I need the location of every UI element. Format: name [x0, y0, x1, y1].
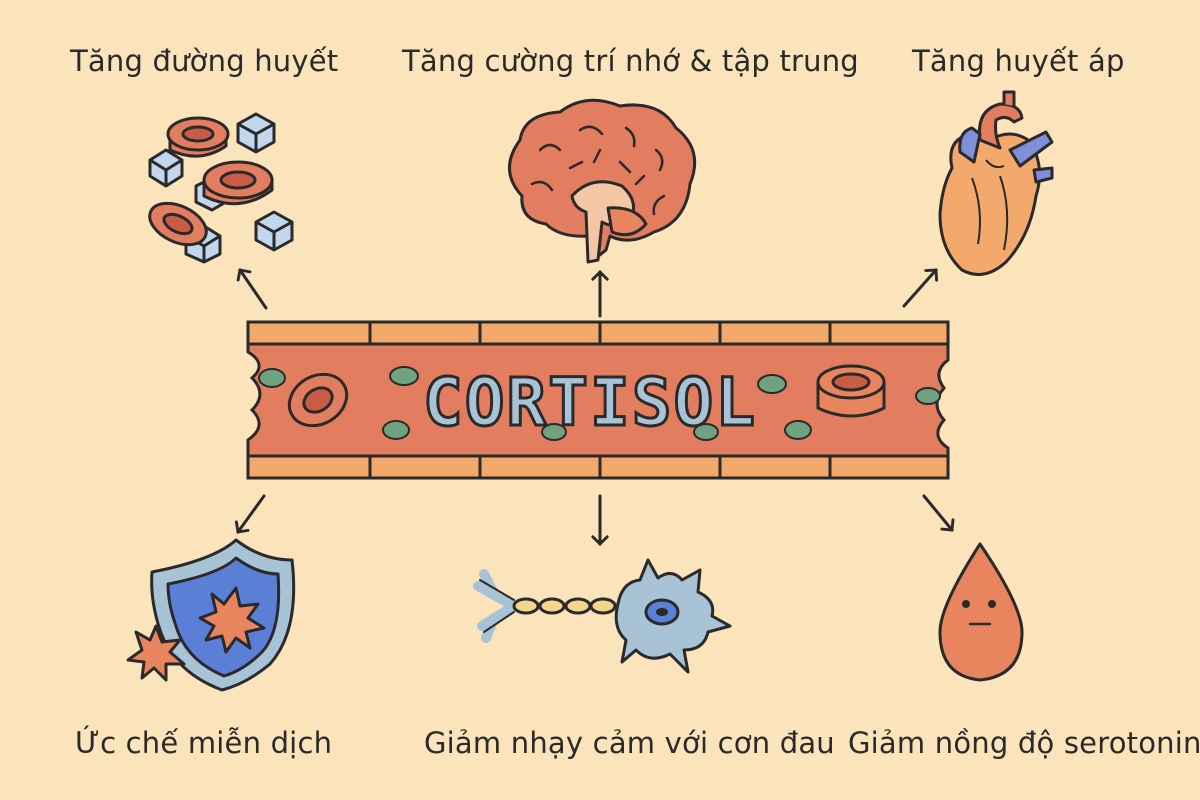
blood-vessel: CORTISOL	[246, 320, 950, 480]
blood-cells-sugar-icon	[148, 112, 294, 264]
arrow-top-left	[236, 268, 268, 310]
brain-icon	[508, 98, 697, 264]
green-cells	[258, 366, 941, 441]
shield-icon	[126, 538, 296, 692]
vessel-top-wall	[246, 320, 950, 346]
heart-icon	[938, 90, 1054, 276]
label-top-left: Tăng đường huyết	[70, 44, 339, 78]
vessel-bottom-wall	[246, 454, 950, 480]
vessel-lumen	[246, 342, 950, 458]
neuron-icon	[473, 558, 732, 674]
cortisol-title: CORTISOL	[423, 364, 757, 441]
red-blood-cell	[287, 372, 349, 428]
arrow-top-right	[902, 268, 939, 308]
label-top-center: Tăng cường trí nhớ & tập trung	[402, 44, 859, 78]
label-bottom-right: Giảm nồng độ serotonin	[848, 726, 1200, 760]
arrow-bottom-left	[234, 494, 266, 534]
arrow-bottom-right	[922, 494, 955, 532]
label-top-right: Tăng huyết áp	[912, 44, 1125, 78]
sad-drop-icon	[938, 542, 1024, 682]
red-blood-cell	[816, 364, 886, 418]
label-bottom-left: Ức chế miễn dịch	[75, 726, 333, 760]
label-bottom-center: Giảm nhạy cảm với cơn đau	[424, 726, 835, 760]
arrows	[234, 268, 955, 547]
